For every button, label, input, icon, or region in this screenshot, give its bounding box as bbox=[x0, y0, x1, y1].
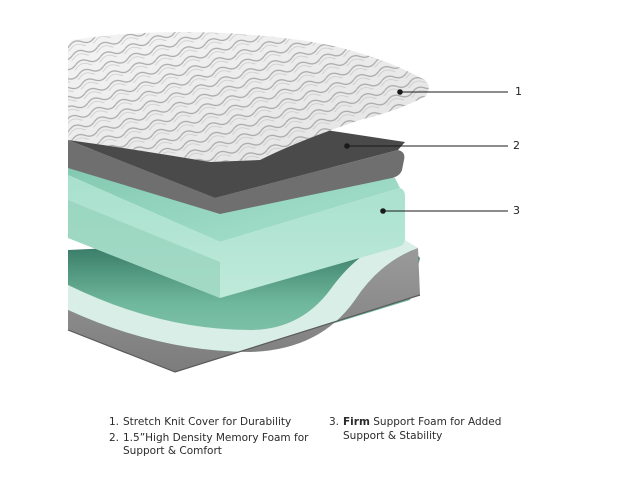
legend-text: 1.5”High Density Memory Foam for Support… bbox=[123, 431, 309, 458]
legend-number: 2. bbox=[109, 431, 120, 444]
legend-text: Stretch Knit Cover for Durability bbox=[123, 416, 292, 428]
legend-item-2: 2. 1.5”High Density Memory Foam for Supp… bbox=[109, 432, 319, 459]
callout-2 bbox=[344, 143, 508, 149]
callout-3 bbox=[380, 208, 508, 214]
legend-emphasis: Firm bbox=[343, 416, 370, 428]
legend-text: Firm Support Foam for Added Support & St… bbox=[343, 416, 502, 442]
mattress-illustration bbox=[67, 32, 508, 373]
legend-number: 1. bbox=[109, 416, 120, 428]
callout-label-3: 3 bbox=[513, 204, 520, 217]
legend-item-3: 3. Firm Support Foam for Added Support &… bbox=[329, 416, 539, 443]
callout-1 bbox=[397, 89, 508, 95]
legend-item-1: 1. Stretch Knit Cover for Durability bbox=[109, 416, 319, 430]
mattress-layer-diagram: 1 2 3 bbox=[67, 32, 522, 373]
legend-left: 1. Stretch Knit Cover for Durability 2. … bbox=[109, 416, 319, 459]
callout-label-2: 2 bbox=[513, 139, 520, 152]
cover-layer bbox=[68, 32, 429, 162]
callout-label-1: 1 bbox=[515, 85, 522, 98]
legend-number: 3. bbox=[329, 416, 340, 428]
legend-right: 3. Firm Support Foam for Added Support &… bbox=[329, 416, 539, 443]
